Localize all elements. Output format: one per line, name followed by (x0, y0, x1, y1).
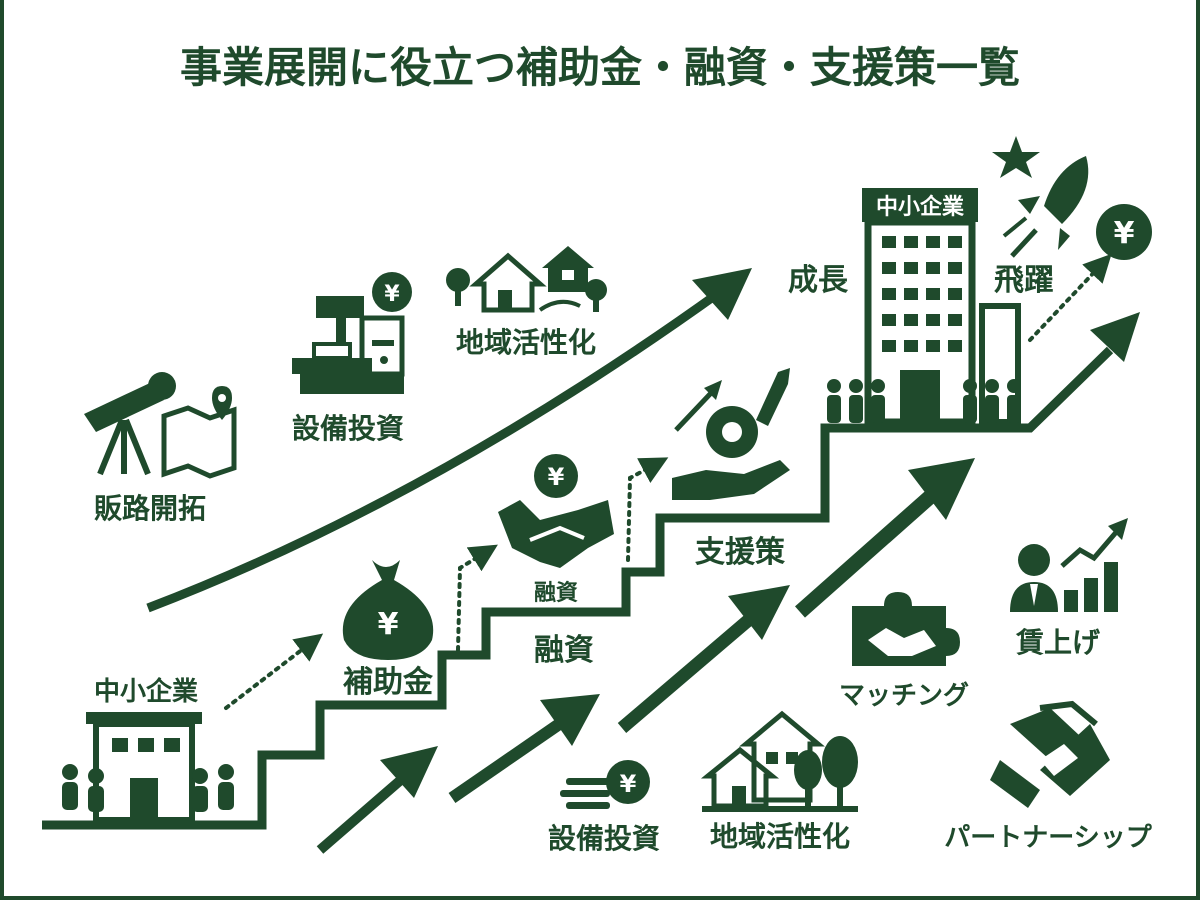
long-growth-arrow (146, 288, 723, 613)
puzzle-handshake-icon (852, 592, 960, 666)
village-houses-icon (446, 246, 607, 313)
yen-symbol: ¥ (1114, 216, 1135, 251)
bottom-arrows (316, 458, 975, 854)
yen-symbol: ¥ (384, 282, 400, 307)
market-label: 販路開拓 (94, 492, 206, 525)
handshake-yen-icon: ¥ (498, 454, 614, 568)
coins-yen-icon: ¥ (560, 760, 650, 809)
loan-icon-label: 融資 (534, 580, 578, 606)
long-growth-arrowhead (692, 268, 752, 320)
growth-staircase (42, 346, 1114, 830)
partnership-handshake-icon (990, 700, 1110, 808)
bottom-regional-label: 地域活性化 (710, 820, 850, 853)
leap-label: 飛躍 (994, 263, 1054, 298)
houses-trees-icon (700, 710, 858, 812)
equipment-label: 設備投資 (292, 412, 404, 445)
money-bag-icon: ¥ (342, 560, 434, 660)
tall-company-building-icon (827, 188, 1021, 426)
start-company-label: 中小企業 (94, 676, 198, 707)
loan-label: 融資 (534, 633, 594, 668)
yen-symbol: ¥ (620, 770, 637, 798)
partnership-label: パートナーシップ (944, 823, 1152, 853)
yen-symbol: ¥ (378, 607, 399, 642)
wage-label: 賃上げ (1015, 626, 1101, 659)
matching-label: マッチング (839, 681, 969, 711)
small-company-building-icon (62, 712, 234, 823)
star-icon (992, 136, 1040, 178)
yen-symbol: ¥ (548, 463, 565, 491)
bottom-equipment-label: 設備投資 (548, 822, 660, 855)
rocket-icon (1002, 156, 1089, 258)
top-company-label: 中小企業 (876, 194, 965, 220)
support-hand-gear-icon (672, 368, 790, 500)
wage-growth-chart-icon (1010, 518, 1128, 612)
regional-label: 地域活性化 (456, 326, 596, 359)
dotted-arrows (224, 253, 1112, 710)
staircase-arrowhead (1090, 312, 1140, 362)
yen-coin-icon: ¥ (1096, 204, 1152, 260)
machine-yen-icon: ¥ (292, 272, 412, 394)
support-label: 支援策 (695, 535, 785, 570)
page-title: 事業展開に役立つ補助金・融資・支援策一覧 (180, 43, 1020, 92)
subsidy-label: 補助金 (342, 665, 434, 700)
telescope-map-icon (84, 372, 237, 479)
growth-label: 成長 (788, 263, 849, 298)
